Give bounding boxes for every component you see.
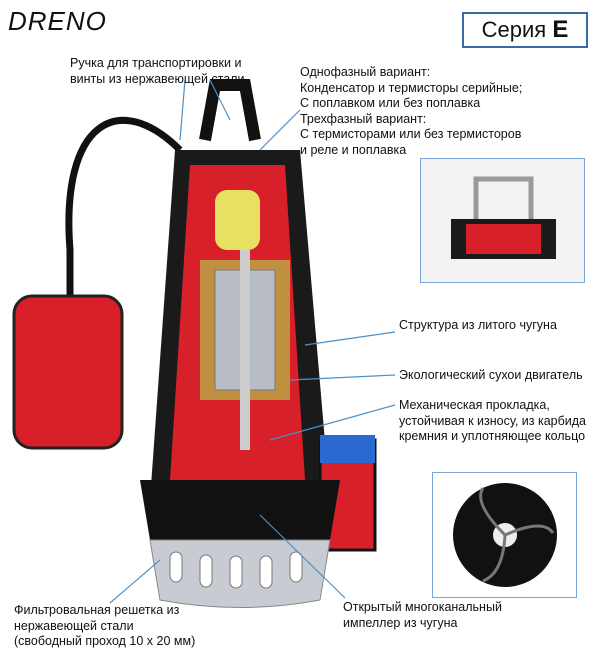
label-mechanical-seal: Механическая прокладка, устойчивая к изн…	[399, 398, 586, 443]
series-letter: E	[552, 16, 569, 43]
inset-impeller	[432, 472, 577, 598]
label-structure: Структура из литого чугуна	[399, 318, 557, 332]
label-impeller: Открытый многоканальный импеллер из чугу…	[343, 600, 502, 630]
label-filter: Фильтровальная решетка из нержавеющей ст…	[14, 603, 196, 648]
brand-logo: DRENO	[8, 6, 107, 36]
inset-top-view	[420, 158, 585, 283]
float-switch	[12, 294, 124, 450]
label-phase-variants: Однофазный вариант: Конденсатор и термис…	[300, 65, 523, 157]
top-view-image	[451, 176, 556, 259]
series-prefix: Серия	[481, 17, 547, 42]
impeller-image	[453, 483, 557, 587]
label-handle: Ручка для транспортировки и винты из нер…	[70, 56, 245, 86]
label-motor: Экологический сухои двигатель	[399, 368, 583, 382]
series-badge: Серия E	[462, 12, 588, 48]
